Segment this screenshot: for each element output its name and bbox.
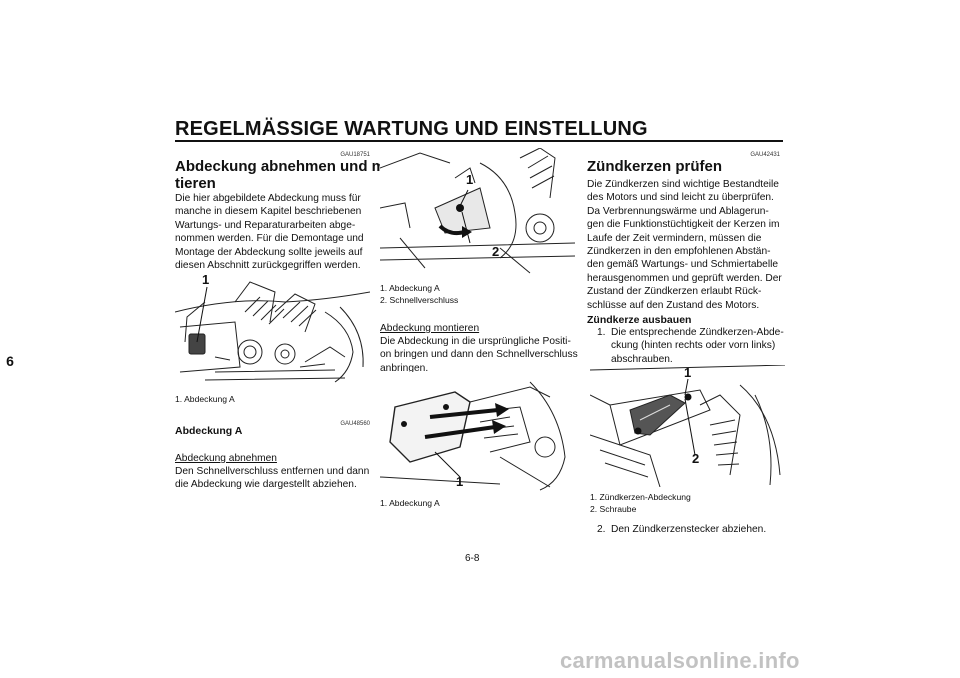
text-line: ckung (hinten rechts oder vorn links)	[611, 340, 776, 352]
text-line: Die entsprechende Zündkerzen-Abde-	[611, 327, 784, 338]
motorcycle-engine-illustration	[175, 281, 370, 383]
header-rule	[175, 140, 783, 142]
text-line: on bringen und dann den Schnellverschlus…	[380, 349, 578, 361]
figure-callout: 2	[692, 451, 700, 466]
figure-callout: 1	[202, 272, 210, 287]
procedure-text: Die Abdeckung in die ursprüngliche Posit…	[380, 335, 580, 375]
figure-callout: 1	[466, 172, 474, 187]
section-code: GAU42431	[750, 152, 780, 158]
text-line: abschrauben.	[611, 353, 673, 365]
text-line: Die Abdeckung in die ursprüngliche Posit…	[380, 336, 571, 347]
figure-caption: 1. Abdeckung A	[380, 498, 440, 508]
text-line: gen die Funktionstüchtigkeit der Kerzen …	[587, 219, 780, 231]
figure-cover-removal: 1 2	[380, 148, 575, 276]
section-title: Abdeckung abnehmen und mon- tieren	[175, 158, 408, 192]
step-1: 1. Die entsprechende Zündkerzen-Abde- cku…	[597, 326, 787, 366]
text-line: den gemäß Wartungs- und Schmiertabelle	[587, 259, 779, 271]
page-header-title: REGELMÄSSIGE WARTUNG UND EINSTELLUNG	[175, 118, 648, 140]
caption-line: 2. Schnellverschluss	[380, 294, 459, 305]
figure-cover-install: 1	[380, 372, 575, 492]
spark-plug-cover-illustration	[590, 365, 785, 487]
figure-caption: 1. Abdeckung A	[175, 394, 235, 404]
step-2: 2. Den Zündkerzenstecker abziehen.	[597, 523, 787, 536]
page-number: 6-8	[465, 553, 480, 564]
intro-paragraph: Die hier abgebildete Abdeckung muss für …	[175, 192, 375, 272]
text-line: anbringen.	[380, 362, 429, 374]
figure-spark-plug-cover: 1 2	[590, 365, 785, 487]
text-line: herausgenommen und geprüft werden. Der	[587, 272, 782, 284]
caption-line: 2. Schraube	[590, 503, 637, 514]
text-line: die Abdeckung wie dargestellt abziehen.	[175, 479, 357, 491]
text-line: Den Schnellverschluss entfernen und dann	[175, 466, 370, 477]
section-title-line: tieren	[175, 175, 216, 192]
text-line: diesen Abschnitt zurückgegriffen werden.	[175, 260, 361, 272]
procedure-heading: Abdeckung abnehmen	[175, 453, 277, 464]
figure-callout: 1	[684, 365, 692, 380]
figure-caption: 1. Zündkerzen-Abdeckung 2. Schraube	[590, 492, 691, 515]
step-number: 1.	[597, 327, 606, 338]
text-line: des Motors und sind leicht zu überprüfen…	[587, 192, 774, 204]
text-line: Laufe der Zeit vermindern, müssen die	[587, 232, 762, 244]
figure-caption: 1. Abdeckung A 2. Schnellverschluss	[380, 283, 458, 306]
figure-callout: 1	[456, 474, 464, 489]
section-code: GAU48560	[340, 421, 370, 427]
procedure-text: Den Schnellverschluss entfernen und dann…	[175, 465, 375, 492]
section-title: Zündkerzen prüfen	[587, 158, 723, 175]
text-line: schlüsse auf den Zustand des Motors.	[587, 299, 760, 311]
caption-line: 1. Zündkerzen-Abdeckung	[590, 492, 691, 502]
text-line: Montage der Abdeckung sollte jeweils auf	[175, 246, 363, 258]
subsection-title: Zündkerze ausbauen	[587, 314, 692, 326]
text-line: Wartungs- und Reparaturarbeiten abge-	[175, 219, 356, 231]
figure-callout: 2	[492, 244, 500, 259]
caption-line: 1. Abdeckung A	[380, 283, 440, 293]
text-line: Die hier abgebildete Abdeckung muss für	[175, 193, 361, 204]
chapter-tab: 6	[6, 353, 14, 369]
text-line: manche in diesem Kapitel beschriebenen	[175, 206, 362, 218]
text-line: Den Zündkerzenstecker abziehen.	[611, 524, 767, 535]
text-line: Die Zündkerzen sind wichtige Bestandteil…	[587, 179, 779, 190]
section-title-line: Abdeckung abnehmen und mon-	[175, 158, 409, 175]
cover-install-illustration	[380, 381, 566, 491]
text-line: Da Verbrennungswärme und Ablagerun-	[587, 205, 769, 217]
text-line: Zündkerzen in den empfohlenen Abstän-	[587, 246, 771, 258]
step-number: 2.	[597, 524, 606, 535]
subsection-title: Abdeckung A	[175, 425, 243, 437]
section-code: GAU18751	[340, 152, 370, 158]
cover-removal-illustration	[380, 148, 575, 274]
procedure-heading: Abdeckung montieren	[380, 323, 480, 334]
watermark: carmanualsonline.info	[560, 648, 800, 673]
text-line: Zustand der Zündkerzen erlaubt Rück-	[587, 286, 762, 298]
intro-paragraph: Die Zündkerzen sind wichtige Bestandteil…	[587, 178, 787, 312]
text-line: nommen werden. Für die Demontage und	[175, 233, 364, 245]
figure-cover-location: 1	[175, 272, 370, 387]
